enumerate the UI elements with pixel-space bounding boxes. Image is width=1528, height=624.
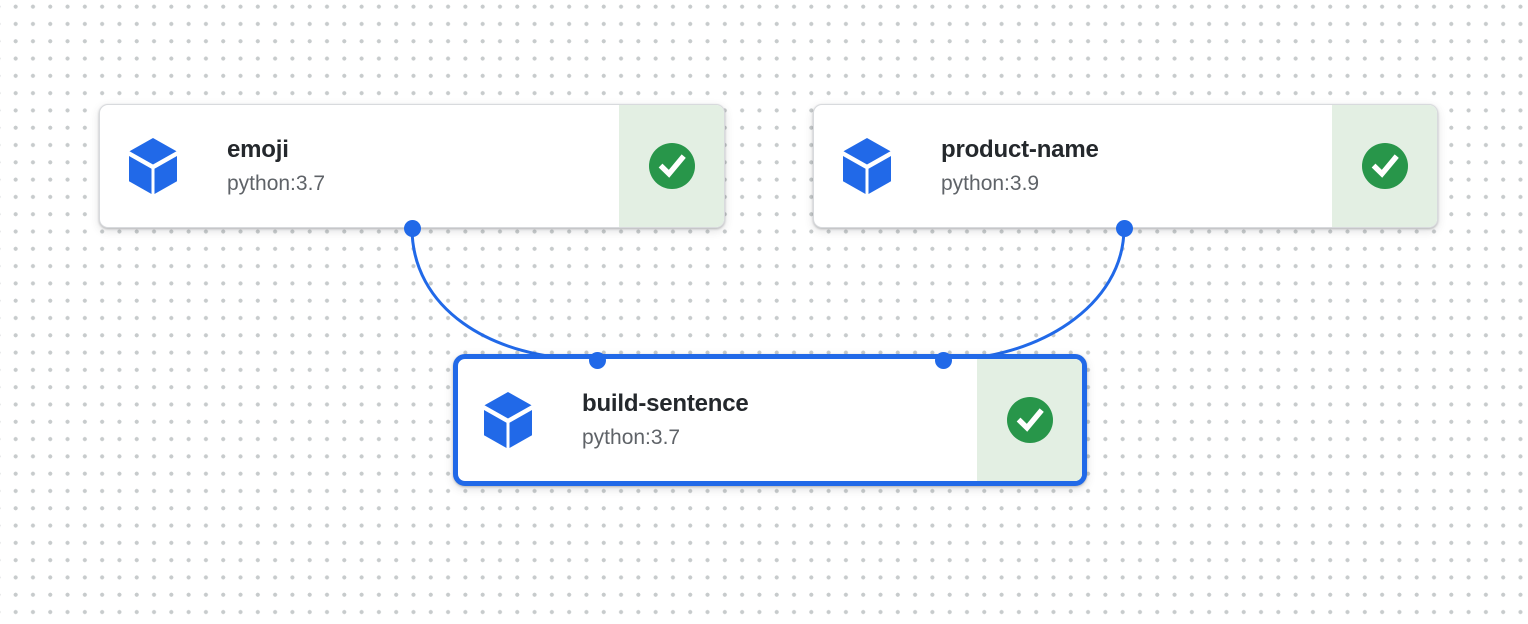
node-title: emoji xyxy=(227,136,289,163)
success-check-icon xyxy=(1361,143,1408,189)
output-port-emoji xyxy=(403,219,421,237)
node-emoji[interactable]: emoji python:3.7 xyxy=(99,104,725,228)
node-text: build-sentence python:3.7 xyxy=(582,388,749,452)
success-check-icon xyxy=(648,143,695,189)
node-image-tag: python:3.9 xyxy=(941,172,1040,195)
status-panel xyxy=(1332,105,1437,227)
node-image-tag: python:3.7 xyxy=(227,172,326,195)
edge-emoji-to-build-sentence xyxy=(410,226,599,362)
component-cube-icon xyxy=(482,391,534,449)
success-check-icon xyxy=(1006,397,1053,443)
input-port-build-sentence-2 xyxy=(934,351,952,369)
node-text: emoji python:3.7 xyxy=(227,134,325,198)
component-cube-icon xyxy=(841,137,893,195)
input-port-build-sentence-1 xyxy=(588,351,606,369)
node-build-sentence[interactable]: build-sentence python:3.7 xyxy=(453,354,1087,486)
status-panel xyxy=(619,105,724,227)
node-product-name[interactable]: product-name python:3.9 xyxy=(813,104,1438,228)
output-port-product-name xyxy=(1115,219,1133,237)
node-title: product-name xyxy=(941,136,1099,163)
node-text: product-name python:3.9 xyxy=(941,134,1099,198)
node-title: build-sentence xyxy=(582,390,749,417)
edge-product-name-to-build-sentence xyxy=(941,226,1126,362)
node-image-tag: python:3.7 xyxy=(582,426,681,449)
status-panel xyxy=(977,359,1082,481)
component-cube-icon xyxy=(127,137,179,195)
